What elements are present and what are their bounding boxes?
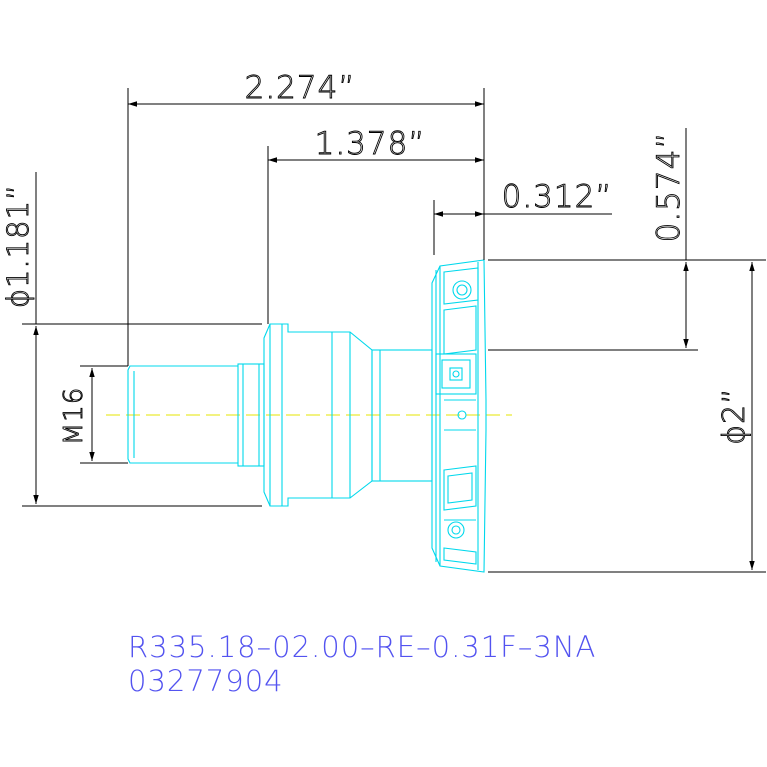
tool-outline xyxy=(127,259,487,573)
dim-overall-length-label: 2.274” xyxy=(245,70,356,106)
part-code: 03277904 xyxy=(128,664,284,698)
part-number: R335.18–02.00–RE–0.31F–3NA xyxy=(128,630,597,664)
dim-cutter-diameter-label: ϕ2” xyxy=(717,387,752,444)
dim-shank-to-face: 1.378” xyxy=(267,126,484,324)
dim-cutter-diameter: ϕ2” xyxy=(488,259,766,573)
dim-shank-to-face-label: 1.378” xyxy=(315,126,426,162)
dim-thread-label: M16 xyxy=(59,387,89,446)
dim-overall-length: 2.274” xyxy=(127,70,485,366)
dim-head-width-label: 0.312” xyxy=(502,179,613,215)
dim-head-width: 0.312” xyxy=(433,179,613,255)
dim-shank-diameter: ϕ1.181” xyxy=(1,172,262,507)
dim-thread: M16 xyxy=(59,365,128,464)
dim-cut-depth: 0.574” xyxy=(488,128,698,351)
dim-cut-depth-label: 0.574” xyxy=(651,132,687,243)
dim-shank-diameter-label: ϕ1.181” xyxy=(1,184,35,308)
